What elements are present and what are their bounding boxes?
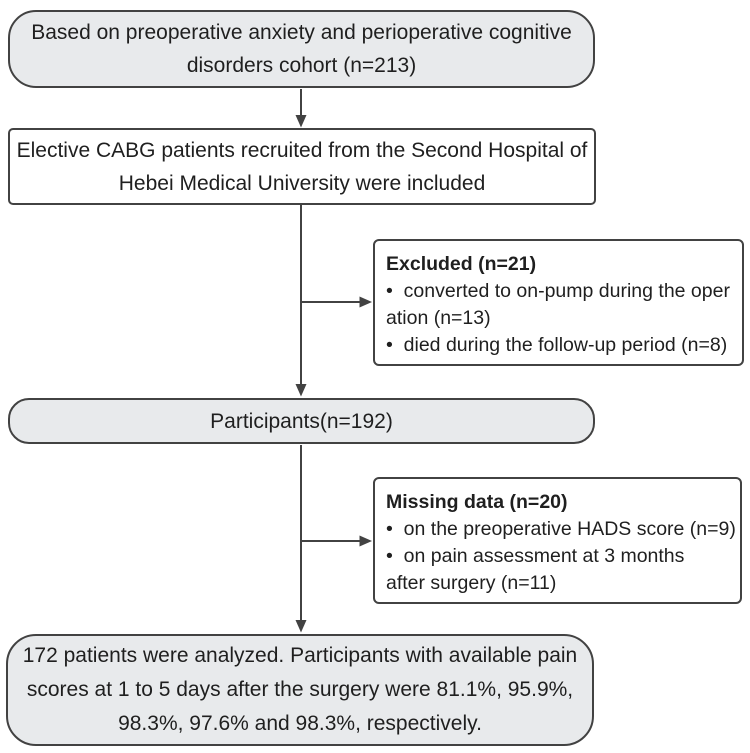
excluded-title: Excluded (n=21) <box>386 253 537 275</box>
recruited-box: Elective CABG patients recruited from th… <box>8 128 596 205</box>
analyzed-text-line-1: 172 patients were analyzed. Participants… <box>22 644 578 667</box>
missing-data-title: Missing data (n=20) <box>386 491 568 513</box>
recruited-text-line-2: Hebei Medical University were included <box>118 171 486 195</box>
recruited-text-line-1: Elective CABG patients recruited from th… <box>16 138 588 162</box>
excluded-bullet-line-3: • died during the follow-up period (n=8) <box>386 334 728 356</box>
cohort-box: Based on preoperative anxiety and periop… <box>8 10 595 88</box>
connector-participants-to-analyzed <box>295 445 307 633</box>
missing-data-bullet-line-1: • on the preoperative HADS score (n=9) <box>386 518 736 540</box>
cohort-text-line-2: disorders cohort (n=213) <box>186 54 417 77</box>
participants-box: Participants(n=192) <box>8 398 595 444</box>
arrow-cohort-to-recruited <box>295 89 307 128</box>
analyzed-box: 172 patients were analyzed. Participants… <box>6 634 594 746</box>
analyzed-text-line-2: scores at 1 to 5 days after the surgery … <box>26 678 574 701</box>
missing-data-bullet-line-2: • on pain assessment at 3 months <box>386 545 685 567</box>
connector-recruited-to-participants <box>295 205 307 397</box>
excluded-box: Excluded (n=21) • converted to on-pump d… <box>373 239 744 366</box>
missing-data-box: Missing data (n=20) • on the preoperativ… <box>373 477 742 604</box>
participants-text: Participants(n=192) <box>210 409 393 433</box>
arrow-branch-to-missing <box>301 535 372 547</box>
arrow-branch-to-excluded <box>301 296 372 308</box>
analyzed-text-line-3: 98.3%, 97.6% and 98.3%, respectively. <box>118 712 482 735</box>
cohort-text-line-1: Based on preoperative anxiety and periop… <box>31 21 572 44</box>
missing-data-bullet-line-3: after surgery (n=11) <box>386 572 557 594</box>
excluded-bullet-line-2: ation (n=13) <box>386 307 491 329</box>
excluded-bullet-line-1: • converted to on-pump during the oper <box>386 280 730 302</box>
